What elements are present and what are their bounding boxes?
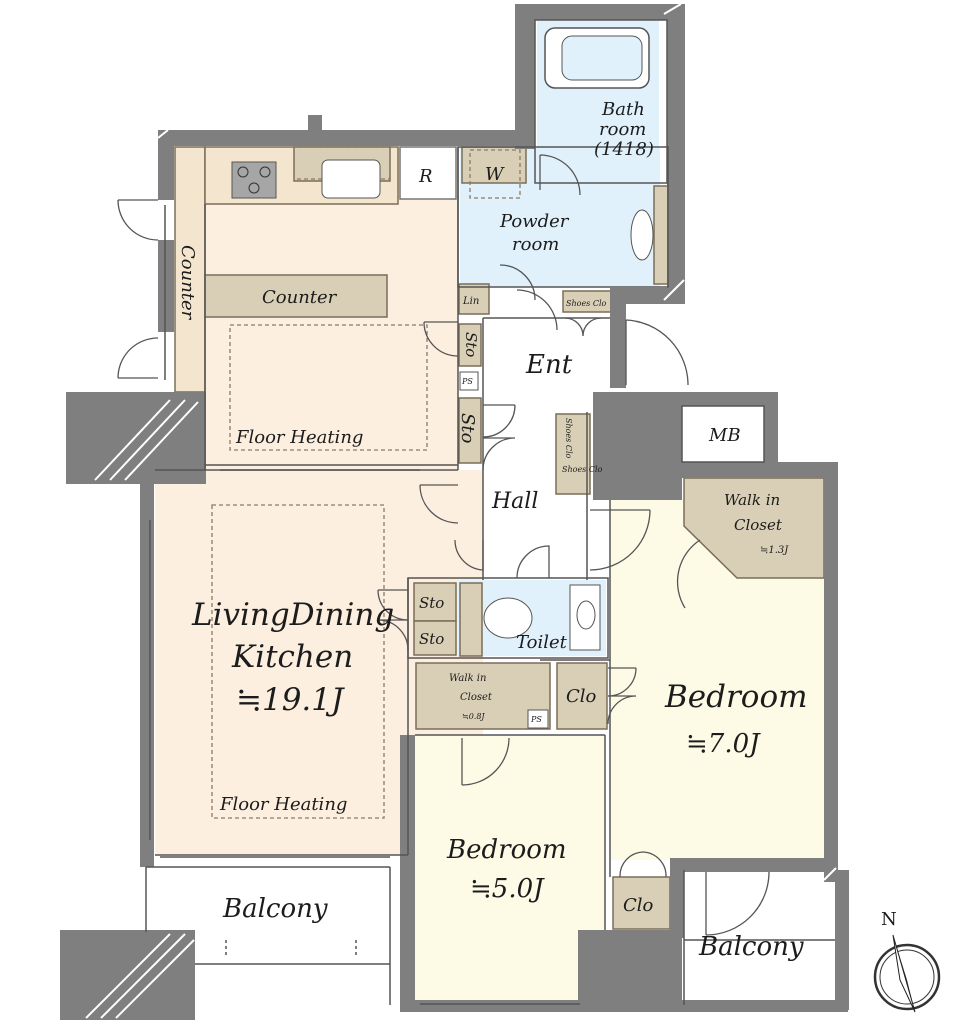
wic-large-size: ≒1.3J: [760, 545, 789, 556]
shoes-closet-mid-label-1: Shoes Clo: [564, 418, 573, 459]
wall-top-bump: [308, 115, 322, 133]
washer-pan: [461, 146, 527, 184]
wall-closet-left: [670, 858, 684, 938]
bath-label-2: room: [599, 119, 646, 140]
closet-bedroom-small-label: Clo: [623, 895, 654, 916]
wall-bottom: [400, 1000, 848, 1012]
powder-label-1: Powder: [499, 211, 570, 232]
storage-hall-top-label: Sto: [462, 332, 480, 357]
storage-toilet-bottom-label: Sto: [419, 630, 444, 648]
wic-small-label-2: Closet: [460, 692, 493, 703]
walls: [60, 4, 849, 1020]
wic-small-label-1: Walk in: [449, 673, 486, 684]
bath-label-3: (1418): [594, 139, 654, 160]
wall-top-kitchen: [158, 130, 522, 146]
entrance-label: Ent: [525, 350, 573, 380]
wall-bath-left: [515, 4, 535, 149]
shoes-closet-mid: [555, 413, 591, 495]
bedroom-small-area: [415, 735, 605, 1005]
closet-bedroom-large: [556, 662, 608, 730]
side-counter-label: Counter: [177, 245, 198, 321]
toilet-tank-strip: [459, 582, 483, 657]
storage-hall-bottom: [458, 397, 482, 464]
wall-kitchen-left-2: [158, 240, 174, 332]
closet-bedroom-large-label: Clo: [566, 686, 597, 707]
balcony-left-label: Balcony: [222, 894, 328, 924]
wic-large-label-2: Closet: [734, 516, 783, 534]
shoes-closet-top-label: Shoes Clo: [566, 299, 607, 308]
mb-label: MB: [708, 425, 741, 446]
hall-label: Hall: [491, 489, 538, 514]
floor-heating-living-label: Floor Heating: [219, 794, 347, 815]
wic-large-label-1: Walk in: [724, 491, 780, 509]
wall-mb-right: [764, 392, 778, 464]
wall-right: [824, 462, 838, 882]
kitchen-sink: [321, 159, 381, 199]
island-counter-label: Counter: [262, 287, 338, 308]
wic-small-size: ≒0.8J: [462, 712, 485, 721]
wall-bedroom-small-left: [400, 735, 415, 1010]
ldk-label-line1: LivingDining: [191, 597, 394, 633]
toilet-basin: [576, 600, 596, 630]
linen-label: Lin: [462, 296, 479, 307]
storage-blocks: [174, 146, 825, 930]
storage-toilet-bottom: [413, 620, 457, 656]
wall-bath-top: [515, 4, 685, 20]
toilet-bowl: [483, 597, 533, 639]
bedroom-large-label: Bedroom: [664, 679, 808, 715]
bedroom-small-size: ≒5.0J: [470, 874, 545, 904]
wall-ldk-left: [140, 484, 154, 867]
doors: [117, 154, 770, 936]
wall-kitchen-left: [158, 130, 174, 200]
hatching: [85, 3, 837, 1019]
wall-mid-column: [593, 392, 682, 500]
compass-north-label: N: [881, 909, 897, 930]
bottom-mid-column: [578, 930, 682, 1010]
balcony-right-label: Balcony: [698, 932, 804, 962]
interior-walls: [145, 19, 835, 1005]
storage-toilet-top-label: Sto: [419, 594, 444, 612]
north-compass: N: [873, 909, 941, 1013]
bedroom-small-label: Bedroom: [446, 835, 567, 865]
bottom-left-column: [60, 930, 195, 1020]
ps-hall-label: PS: [461, 377, 473, 386]
floor-heating-kitchen-label: Floor Heating: [235, 427, 363, 448]
wall-ent-right: [610, 288, 626, 388]
storage-hall-bottom-label: Sto: [457, 413, 478, 444]
windows: [149, 205, 580, 1005]
bath-label-1: Bath: [601, 99, 645, 120]
ldk-label-line2: Kitchen: [231, 639, 353, 675]
island-counter: [204, 274, 388, 318]
labels: LivingDining Kitchen ≒19.1J Floor Heatin…: [177, 99, 808, 962]
refrigerator-label: R: [418, 166, 433, 187]
bedroom-large-size: ≒7.0J: [686, 729, 761, 759]
washer-label: W: [485, 164, 505, 185]
vanity-strip: [653, 185, 669, 285]
refrigerator-space: [399, 146, 457, 200]
ps-closet-label: PS: [530, 715, 542, 724]
fixtures: [231, 27, 654, 729]
compass-ring: [873, 943, 941, 1011]
wall-bath-right: [667, 4, 685, 304]
wall-right-top: [676, 462, 838, 478]
wall-balcony-right: [835, 870, 849, 1010]
toilet-label: Toilet: [516, 632, 568, 653]
shoes-closet-mid-label-2: Shoes Clo: [562, 465, 603, 474]
storage-toilet-top: [413, 582, 457, 622]
ldk-size: ≒19.1J: [236, 682, 345, 718]
linen-storage: [458, 283, 490, 315]
storage-hall-top: [458, 323, 482, 367]
wall-bedroom-large-bottom: [670, 858, 838, 872]
wall-mb-top: [593, 392, 777, 406]
wall-ent-top: [610, 288, 685, 304]
powder-label-2: room: [512, 234, 559, 255]
vanity-basin: [630, 209, 654, 261]
dashed-outlines: [211, 146, 521, 819]
